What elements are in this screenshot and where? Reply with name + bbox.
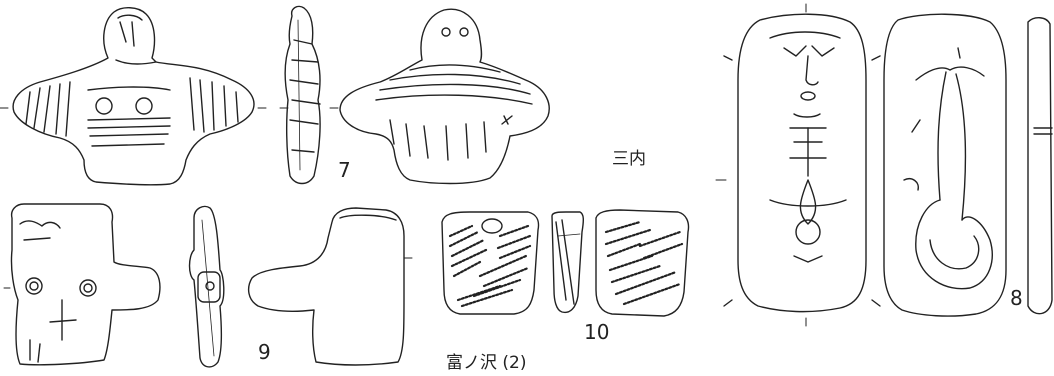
figure-number-7: 7 xyxy=(338,158,351,182)
figurine-8-front-view xyxy=(716,4,880,326)
figurine-9-front-view xyxy=(4,204,160,365)
figurine-9-back-view xyxy=(249,208,412,365)
site-label-sannai: 三内 xyxy=(612,149,646,169)
figure-number-10: 10 xyxy=(584,320,610,344)
figurine-7-front-view xyxy=(0,8,266,185)
figurine-8-side-view xyxy=(1028,18,1052,314)
figure-number-9: 9 xyxy=(258,340,271,364)
figurine-9-side-view xyxy=(190,206,224,366)
site-label-tominosawa: 富ノ沢 (2) xyxy=(446,353,527,373)
figurine-10-side-view xyxy=(552,212,583,312)
figurine-10-back-view xyxy=(596,210,689,316)
figurine-10-front-view xyxy=(442,212,539,314)
figurine-7-side-view xyxy=(280,6,320,183)
figurine-7-back-view xyxy=(330,9,549,183)
figure-number-8: 8 xyxy=(1010,286,1023,310)
figurine-8-back-view xyxy=(884,14,1006,316)
